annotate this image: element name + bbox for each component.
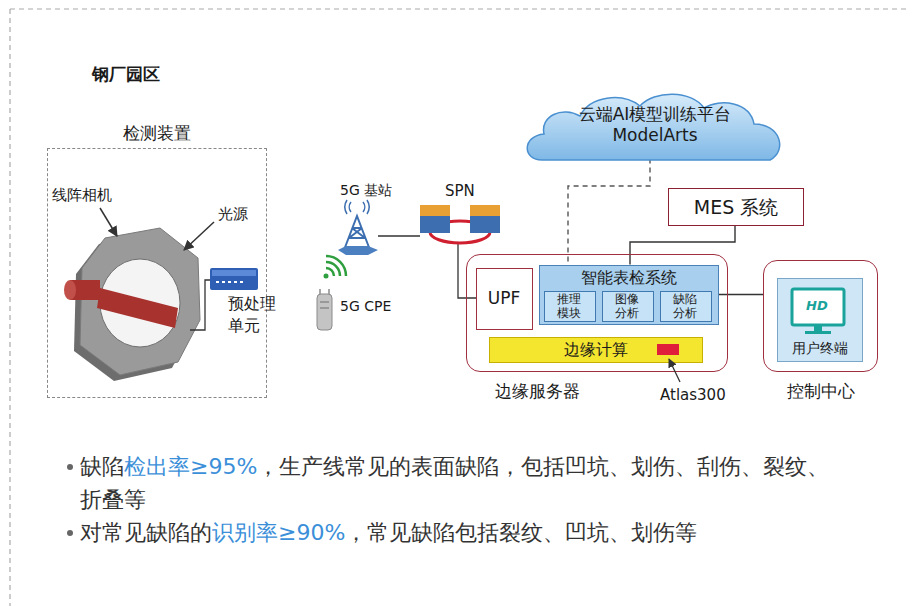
spn-box-top bbox=[470, 205, 500, 216]
steel-rod-cap bbox=[64, 280, 76, 300]
preprocess-unit-icon bbox=[210, 268, 258, 290]
connector bbox=[630, 226, 735, 265]
leader-line bbox=[100, 208, 117, 236]
cloud-node: 云端AI模型训练平台 ModelArts bbox=[520, 88, 790, 168]
monitor-stand bbox=[814, 326, 822, 331]
part-label: 光源 bbox=[218, 205, 248, 223]
box-label: 图像分析 bbox=[614, 292, 640, 321]
leader-line bbox=[184, 222, 214, 250]
base-station-icon bbox=[338, 200, 378, 255]
connector bbox=[719, 294, 764, 295]
part-label: 5G 基站 bbox=[340, 182, 392, 199]
monitor-screen bbox=[792, 289, 844, 325]
monitor-icon bbox=[792, 289, 844, 334]
box-label: 推理模块 bbox=[556, 292, 582, 321]
box-label: MES 系统 bbox=[694, 196, 779, 219]
wire bbox=[378, 235, 420, 236]
cpe-body bbox=[317, 294, 332, 330]
tower bbox=[344, 216, 370, 250]
camera-ring bbox=[64, 228, 200, 381]
process-box: UPF bbox=[476, 268, 533, 330]
ring-face bbox=[80, 228, 200, 375]
note-text: 对常见缺陷的 bbox=[80, 520, 212, 545]
box-label: 用户终端 bbox=[792, 340, 848, 357]
screen-label: HD bbox=[806, 298, 828, 314]
bullet-dot bbox=[67, 530, 73, 536]
server-group: 边缘服务器UPF智能表检系统推理模块图像分析缺陷分析边缘计算 bbox=[466, 254, 728, 372]
wifi-dot bbox=[324, 274, 329, 279]
connector bbox=[568, 158, 650, 264]
wifi-arcs bbox=[326, 256, 346, 276]
atlas-card bbox=[657, 344, 679, 355]
note-text: 检出率≥95% bbox=[124, 454, 257, 479]
box-heading: 智能表检系统 bbox=[581, 268, 677, 287]
system-box: MES 系统 bbox=[668, 188, 804, 226]
tower-base bbox=[338, 246, 378, 255]
system-box: 智能表检系统推理模块 图像分析 缺陷分析 bbox=[539, 265, 719, 325]
part-label: Atlas300 bbox=[660, 386, 726, 404]
wire bbox=[458, 244, 476, 298]
part-label: SPN bbox=[445, 182, 475, 200]
box-label: UPF bbox=[488, 288, 520, 308]
part-label: 预处理 单元 bbox=[228, 293, 281, 336]
device-top bbox=[212, 270, 256, 276]
spn-icon bbox=[420, 205, 500, 243]
wire bbox=[190, 280, 210, 330]
module-box: 缺陷分析 bbox=[660, 291, 712, 322]
cpe-detail bbox=[320, 289, 329, 308]
monitor-base bbox=[805, 331, 831, 334]
cloud-label: 云端AI模型训练平台 ModelArts bbox=[560, 104, 750, 147]
group-heading: 控制中心 bbox=[787, 381, 855, 401]
device-ports bbox=[216, 281, 243, 283]
note-text: 缺陷 bbox=[80, 454, 124, 479]
group-heading: 检测装置 bbox=[123, 123, 191, 143]
region-border bbox=[10, 9, 906, 606]
group-box: 检测装置 bbox=[47, 148, 267, 398]
spn-box bbox=[470, 205, 500, 233]
wifi-icon bbox=[324, 256, 347, 279]
box-label: 缺陷分析 bbox=[672, 292, 698, 321]
signal-waves bbox=[345, 200, 369, 214]
band-label: 边缘计算 bbox=[564, 340, 628, 359]
cpe-icon bbox=[317, 289, 332, 330]
bullet-dot bbox=[67, 464, 73, 470]
spn-box bbox=[420, 205, 450, 233]
cloud-outline bbox=[527, 94, 779, 160]
note-text: 识别率≥90% bbox=[212, 520, 345, 545]
module-box: 图像分析 bbox=[602, 291, 654, 322]
note-text: ，常见缺陷包括裂纹、凹坑、划伤等 bbox=[345, 520, 697, 545]
region-title: 钢厂园区 bbox=[92, 64, 160, 84]
leader-line bbox=[669, 359, 680, 382]
part-label: 线阵相机 bbox=[52, 186, 112, 204]
group-heading: 边缘服务器 bbox=[495, 381, 580, 401]
spn-box-top bbox=[420, 205, 450, 216]
module-box: 推理模块 bbox=[544, 291, 596, 322]
part-label: 5G CPE bbox=[340, 298, 391, 315]
steel-rod bbox=[97, 288, 178, 328]
device-body bbox=[210, 268, 258, 290]
